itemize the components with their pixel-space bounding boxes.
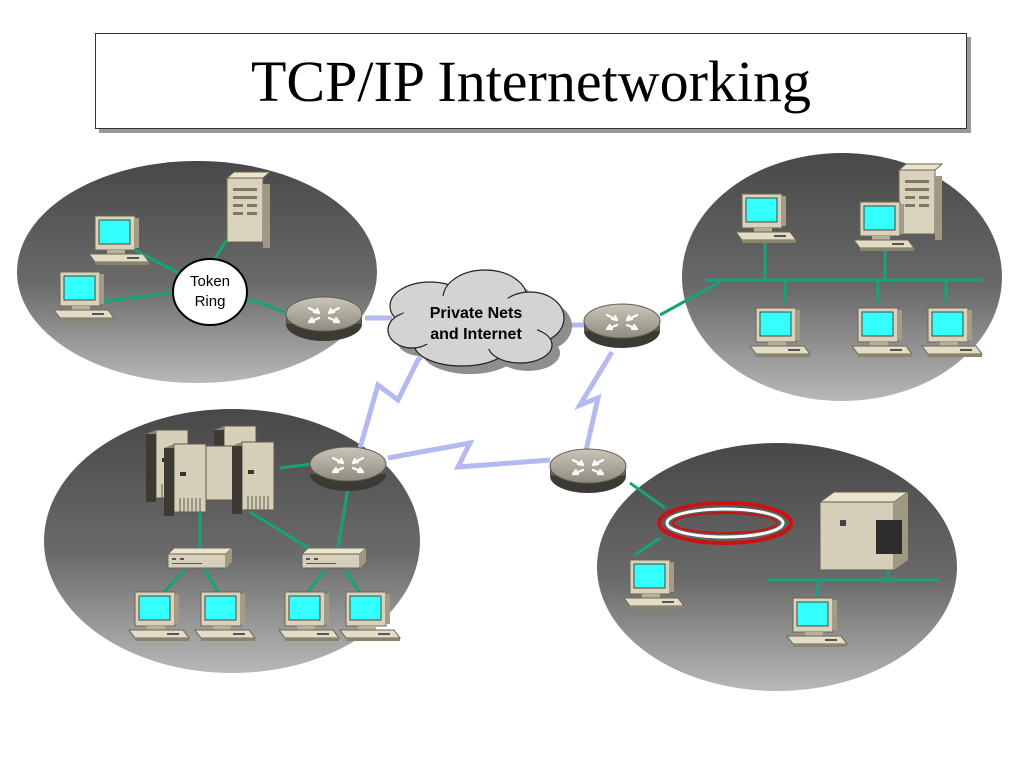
- title-box: TCP/IP Internetworking: [95, 33, 967, 129]
- cloud-label-line2: and Internet: [430, 326, 522, 343]
- router-icon: [548, 447, 628, 495]
- router-icon: [582, 302, 662, 350]
- hub-icon: [167, 547, 233, 569]
- router-icon: [284, 295, 364, 343]
- cloud-icon: [387, 269, 572, 374]
- fddi-ring-icon: [657, 501, 793, 545]
- slide-title: TCP/IP Internetworking: [250, 48, 812, 114]
- hub-icon: [301, 547, 367, 569]
- token-ring-label-line2: Ring: [195, 293, 226, 310]
- token-ring-label-line1: Token: [190, 273, 230, 290]
- router-icon: [308, 445, 388, 493]
- token-ring-node: [172, 258, 248, 326]
- mainframe-icon: [145, 425, 275, 517]
- lan-top-right: [682, 153, 1002, 401]
- cloud-label-line1: Private Nets: [430, 305, 523, 322]
- mainframe-icon: [818, 491, 910, 571]
